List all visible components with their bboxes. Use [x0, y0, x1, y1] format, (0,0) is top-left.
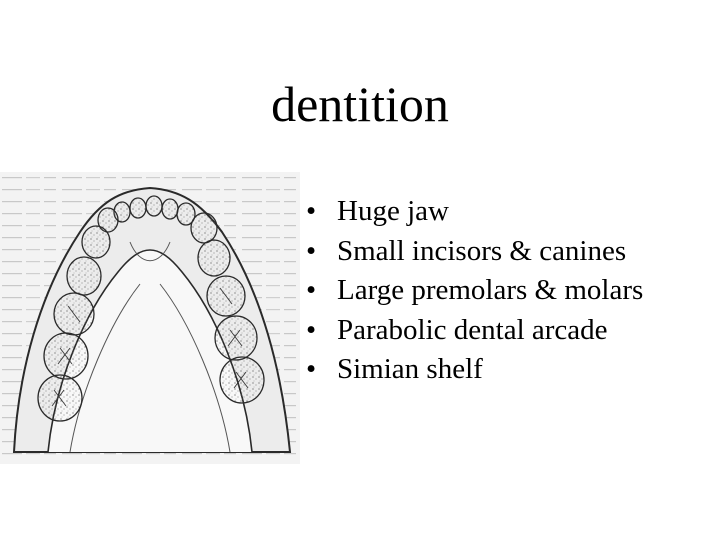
bullet-item: Large premolars & molars: [306, 271, 643, 311]
bullet-item: Simian shelf: [306, 350, 643, 390]
slide-title: dentition: [271, 76, 449, 132]
bullet-item: Small incisors & canines: [306, 232, 643, 272]
mandible-dentition-illustration: [0, 172, 300, 464]
bullet-item: Parabolic dental arcade: [306, 311, 643, 351]
bullet-item: Huge jaw: [306, 192, 643, 232]
bullet-list: Huge jaw Small incisors & canines Large …: [306, 192, 643, 390]
